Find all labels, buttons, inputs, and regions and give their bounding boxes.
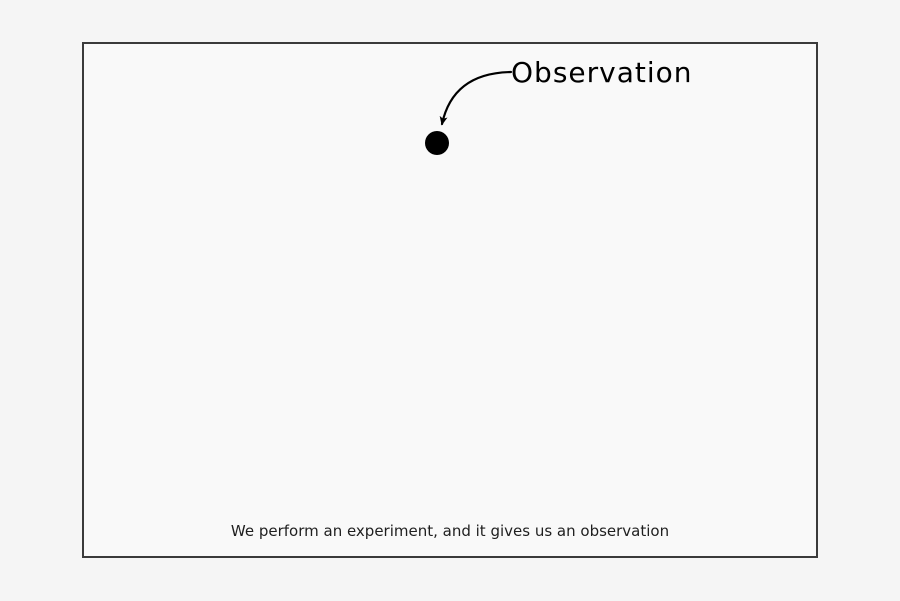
annotation-label: Observation [511,56,693,89]
caption-text: We perform an experiment, and it gives u… [230,522,670,540]
slide-frame: We perform an experiment, and it gives u… [82,42,818,558]
